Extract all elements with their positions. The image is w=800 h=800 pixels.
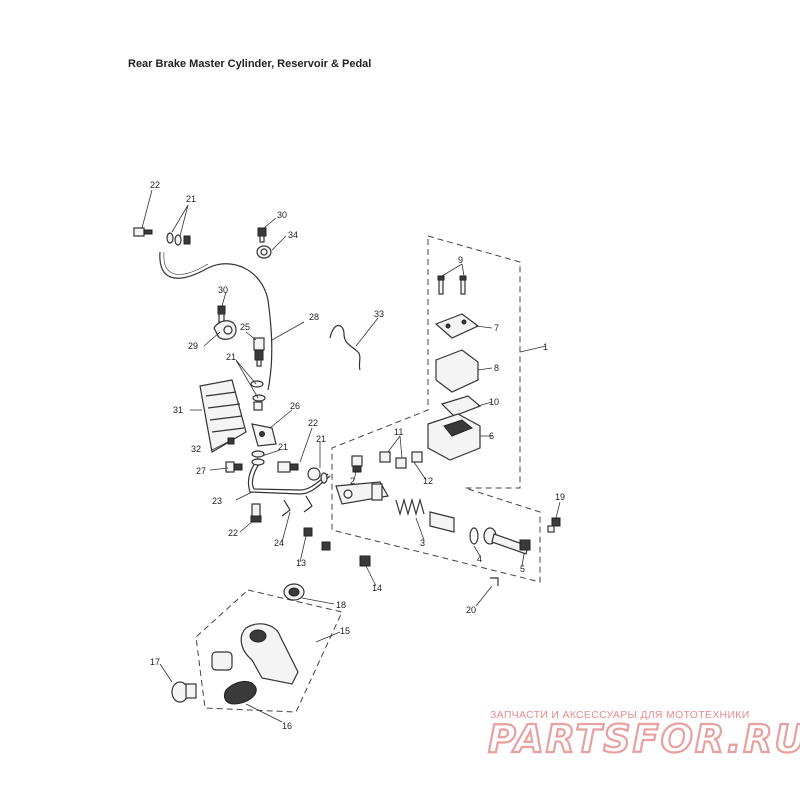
callout-8: 8 — [494, 363, 499, 373]
switch-25-icon — [253, 337, 265, 367]
callout-26: 26 — [290, 401, 300, 411]
bolt-19-icon — [547, 517, 561, 533]
bushing-icon — [211, 651, 233, 671]
clamp-34-icon — [256, 245, 272, 259]
callout-21-a: 21 — [186, 194, 196, 204]
callout-18: 18 — [336, 600, 346, 610]
callout-15: 15 — [340, 626, 350, 636]
callout-21-c: 21 — [278, 442, 288, 452]
callout-22-a: 22 — [150, 180, 160, 190]
brake-hose-28-inner — [163, 251, 209, 275]
callout-16: 16 — [282, 721, 292, 731]
fitting-2-icon — [351, 455, 363, 473]
bolt-13-icon — [303, 527, 331, 551]
brake-hose-28 — [159, 251, 273, 391]
bracket-26-icon — [251, 423, 277, 447]
clamp-29-icon — [213, 320, 237, 340]
callout-27: 27 — [196, 466, 206, 476]
callout-9: 9 — [458, 255, 463, 265]
heel-guard-31-icon — [199, 379, 247, 453]
piston-3-icon — [429, 511, 455, 533]
callout-4: 4 — [477, 554, 482, 564]
watermark-tagline: ЗАПЧАСТИ И АКСЕССУАРЫ ДЛЯ МОТОТЕХНИКИ — [490, 709, 750, 721]
callout-21-b: 21 — [226, 352, 236, 362]
pedal-pad-16-icon — [223, 681, 257, 705]
pushrod-5-icon — [483, 527, 531, 555]
callout-7: 7 — [494, 323, 499, 333]
callout-30-a: 30 — [277, 210, 287, 220]
callout-17: 17 — [150, 657, 160, 667]
cap-gasket-8-icon — [435, 349, 479, 393]
leader-lines — [141, 189, 561, 723]
callout-12: 12 — [423, 476, 433, 486]
reservoir-body-6-icon — [427, 413, 481, 461]
callout-3: 3 — [420, 538, 425, 548]
callout-24: 24 — [274, 538, 284, 548]
callout-25: 25 — [240, 322, 250, 332]
callout-34: 34 — [288, 230, 298, 240]
callout-33: 33 — [374, 309, 384, 319]
pedal-group-outline — [195, 589, 343, 713]
bolt-30b-icon — [217, 305, 226, 323]
pivot-bolt-17-icon — [171, 681, 197, 703]
screw-32-icon — [227, 437, 235, 445]
bolt-27-icon — [225, 461, 243, 473]
clip-20-icon — [490, 577, 499, 586]
spring-icon — [395, 497, 425, 517]
callout-1: 1 — [543, 342, 548, 352]
callout-30-b: 30 — [218, 285, 228, 295]
watermark-brand: PARTSFOR.RU — [488, 717, 800, 761]
callout-21-d: 21 — [316, 434, 326, 444]
washers-21c-icon — [251, 450, 265, 466]
callout-28: 28 — [309, 312, 319, 322]
callout-13: 13 — [296, 558, 306, 568]
callout-10: 10 — [489, 397, 499, 407]
reservoir-cap-7-icon — [434, 313, 480, 339]
master-cylinder-group-outline — [331, 235, 541, 583]
spring-18-icon — [283, 583, 305, 601]
brake-line-23b — [251, 459, 329, 491]
bolt-22c-icon — [250, 503, 262, 523]
callout-32: 32 — [191, 444, 201, 454]
banjo-bolt-22b-icon — [277, 461, 299, 473]
brake-line-23 — [247, 457, 331, 495]
callout-23: 23 — [212, 496, 222, 506]
callout-20: 20 — [466, 605, 476, 615]
screws-9-icon — [437, 275, 467, 295]
banjo-bolt-22-icon — [133, 227, 153, 237]
bolt-30-icon — [257, 227, 267, 243]
hose-clamps-11-icon — [379, 451, 423, 469]
diagram-title: Rear Brake Master Cylinder, Reservoir & … — [128, 58, 372, 70]
snap-ring-4-icon — [469, 527, 479, 545]
washers-21b-icon — [250, 380, 266, 411]
callout-14: 14 — [372, 583, 382, 593]
callout-22-b: 22 — [308, 418, 318, 428]
callout-6: 6 — [489, 431, 494, 441]
callout-19: 19 — [555, 492, 565, 502]
clips-24-icon — [281, 495, 313, 517]
callout-31: 31 — [173, 405, 183, 415]
watermark: ЗАПЧАСТИ И АКСЕССУАРЫ ДЛЯ МОТОТЕХНИКИ PA… — [487, 709, 800, 762]
nut-14-icon — [359, 555, 371, 567]
callout-11: 11 — [394, 427, 403, 437]
banjo-fitting-21d-icon — [307, 467, 328, 484]
callout-22-c: 22 — [228, 528, 238, 538]
master-cylinder-body-icon — [335, 481, 389, 505]
diaphragm-10-icon — [440, 395, 482, 417]
brake-pedal-15-icon — [240, 623, 299, 685]
reservoir-hose-33 — [329, 324, 361, 371]
callout-5: 5 — [520, 564, 525, 574]
callout-labels: 1 2 3 4 5 6 7 8 9 10 11 12 13 14 15 16 1… — [150, 180, 565, 731]
callout-2: 2 — [350, 476, 355, 486]
callout-29: 29 — [188, 341, 198, 351]
washers-21-icon — [166, 232, 191, 246]
